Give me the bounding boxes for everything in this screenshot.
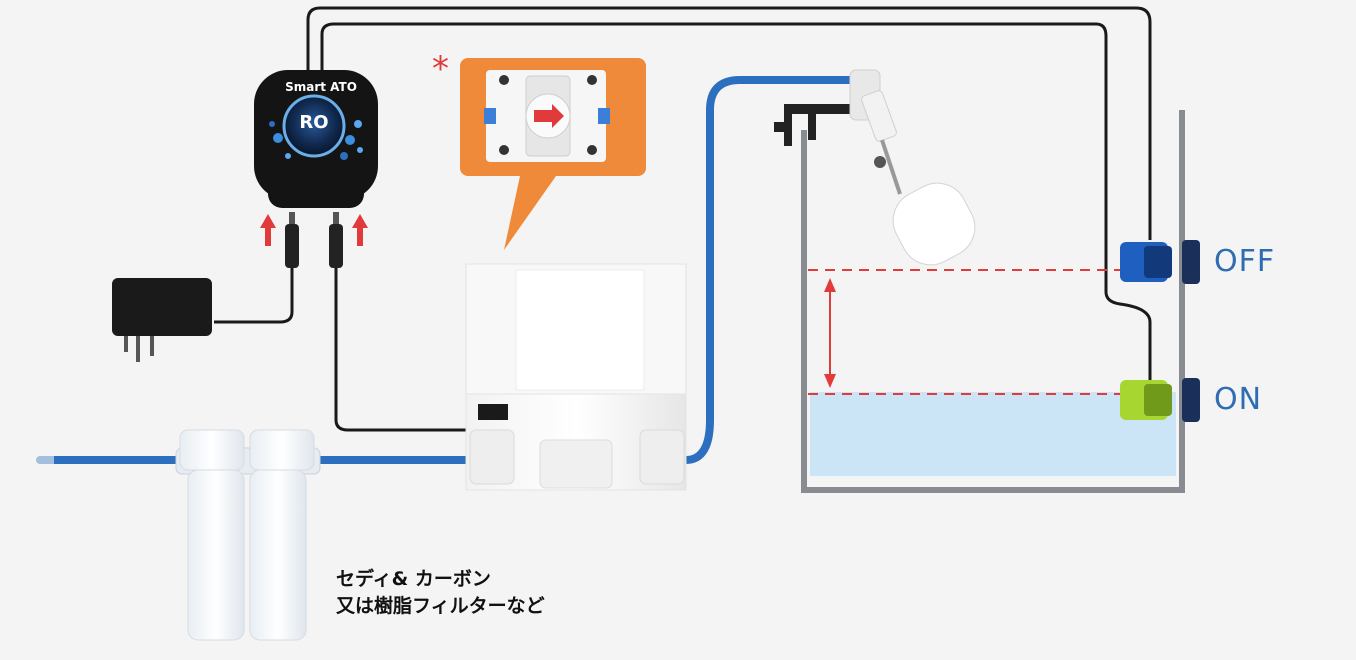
water-pipes [36, 76, 860, 464]
solenoid-valve [465, 263, 687, 491]
filter-caption: セディ& カーボン 又は樹脂フィルターなど [336, 566, 545, 620]
float-valve [774, 69, 976, 266]
smart-ato-controller [254, 70, 378, 208]
on-level-label: ON [1214, 382, 1263, 417]
filter-caption-line1: セディ& カーボン [336, 568, 491, 590]
off-level-sensor [1120, 240, 1200, 284]
dc-plug-left [285, 212, 299, 268]
aquarium-tank [801, 110, 1185, 493]
on-level-sensor [1120, 378, 1200, 422]
level-range-arrow-icon [824, 278, 836, 388]
filter-caption-line2: 又は樹脂フィルターなど [336, 595, 545, 617]
controller-title: Smart ATO [285, 80, 357, 94]
filter-housings [175, 429, 321, 641]
callout-asterisk: * [432, 49, 449, 89]
red-up-arrow-icon [260, 214, 368, 246]
dc-plug-right [329, 212, 343, 268]
sensor-cables [306, 6, 1152, 384]
water-level-lines [808, 269, 1130, 395]
off-level-label: OFF [1214, 244, 1276, 279]
controller-ro-badge: RO [299, 112, 329, 133]
power-adapter [112, 278, 212, 362]
power-cables [214, 262, 492, 432]
valve-direction-callout [460, 58, 646, 250]
